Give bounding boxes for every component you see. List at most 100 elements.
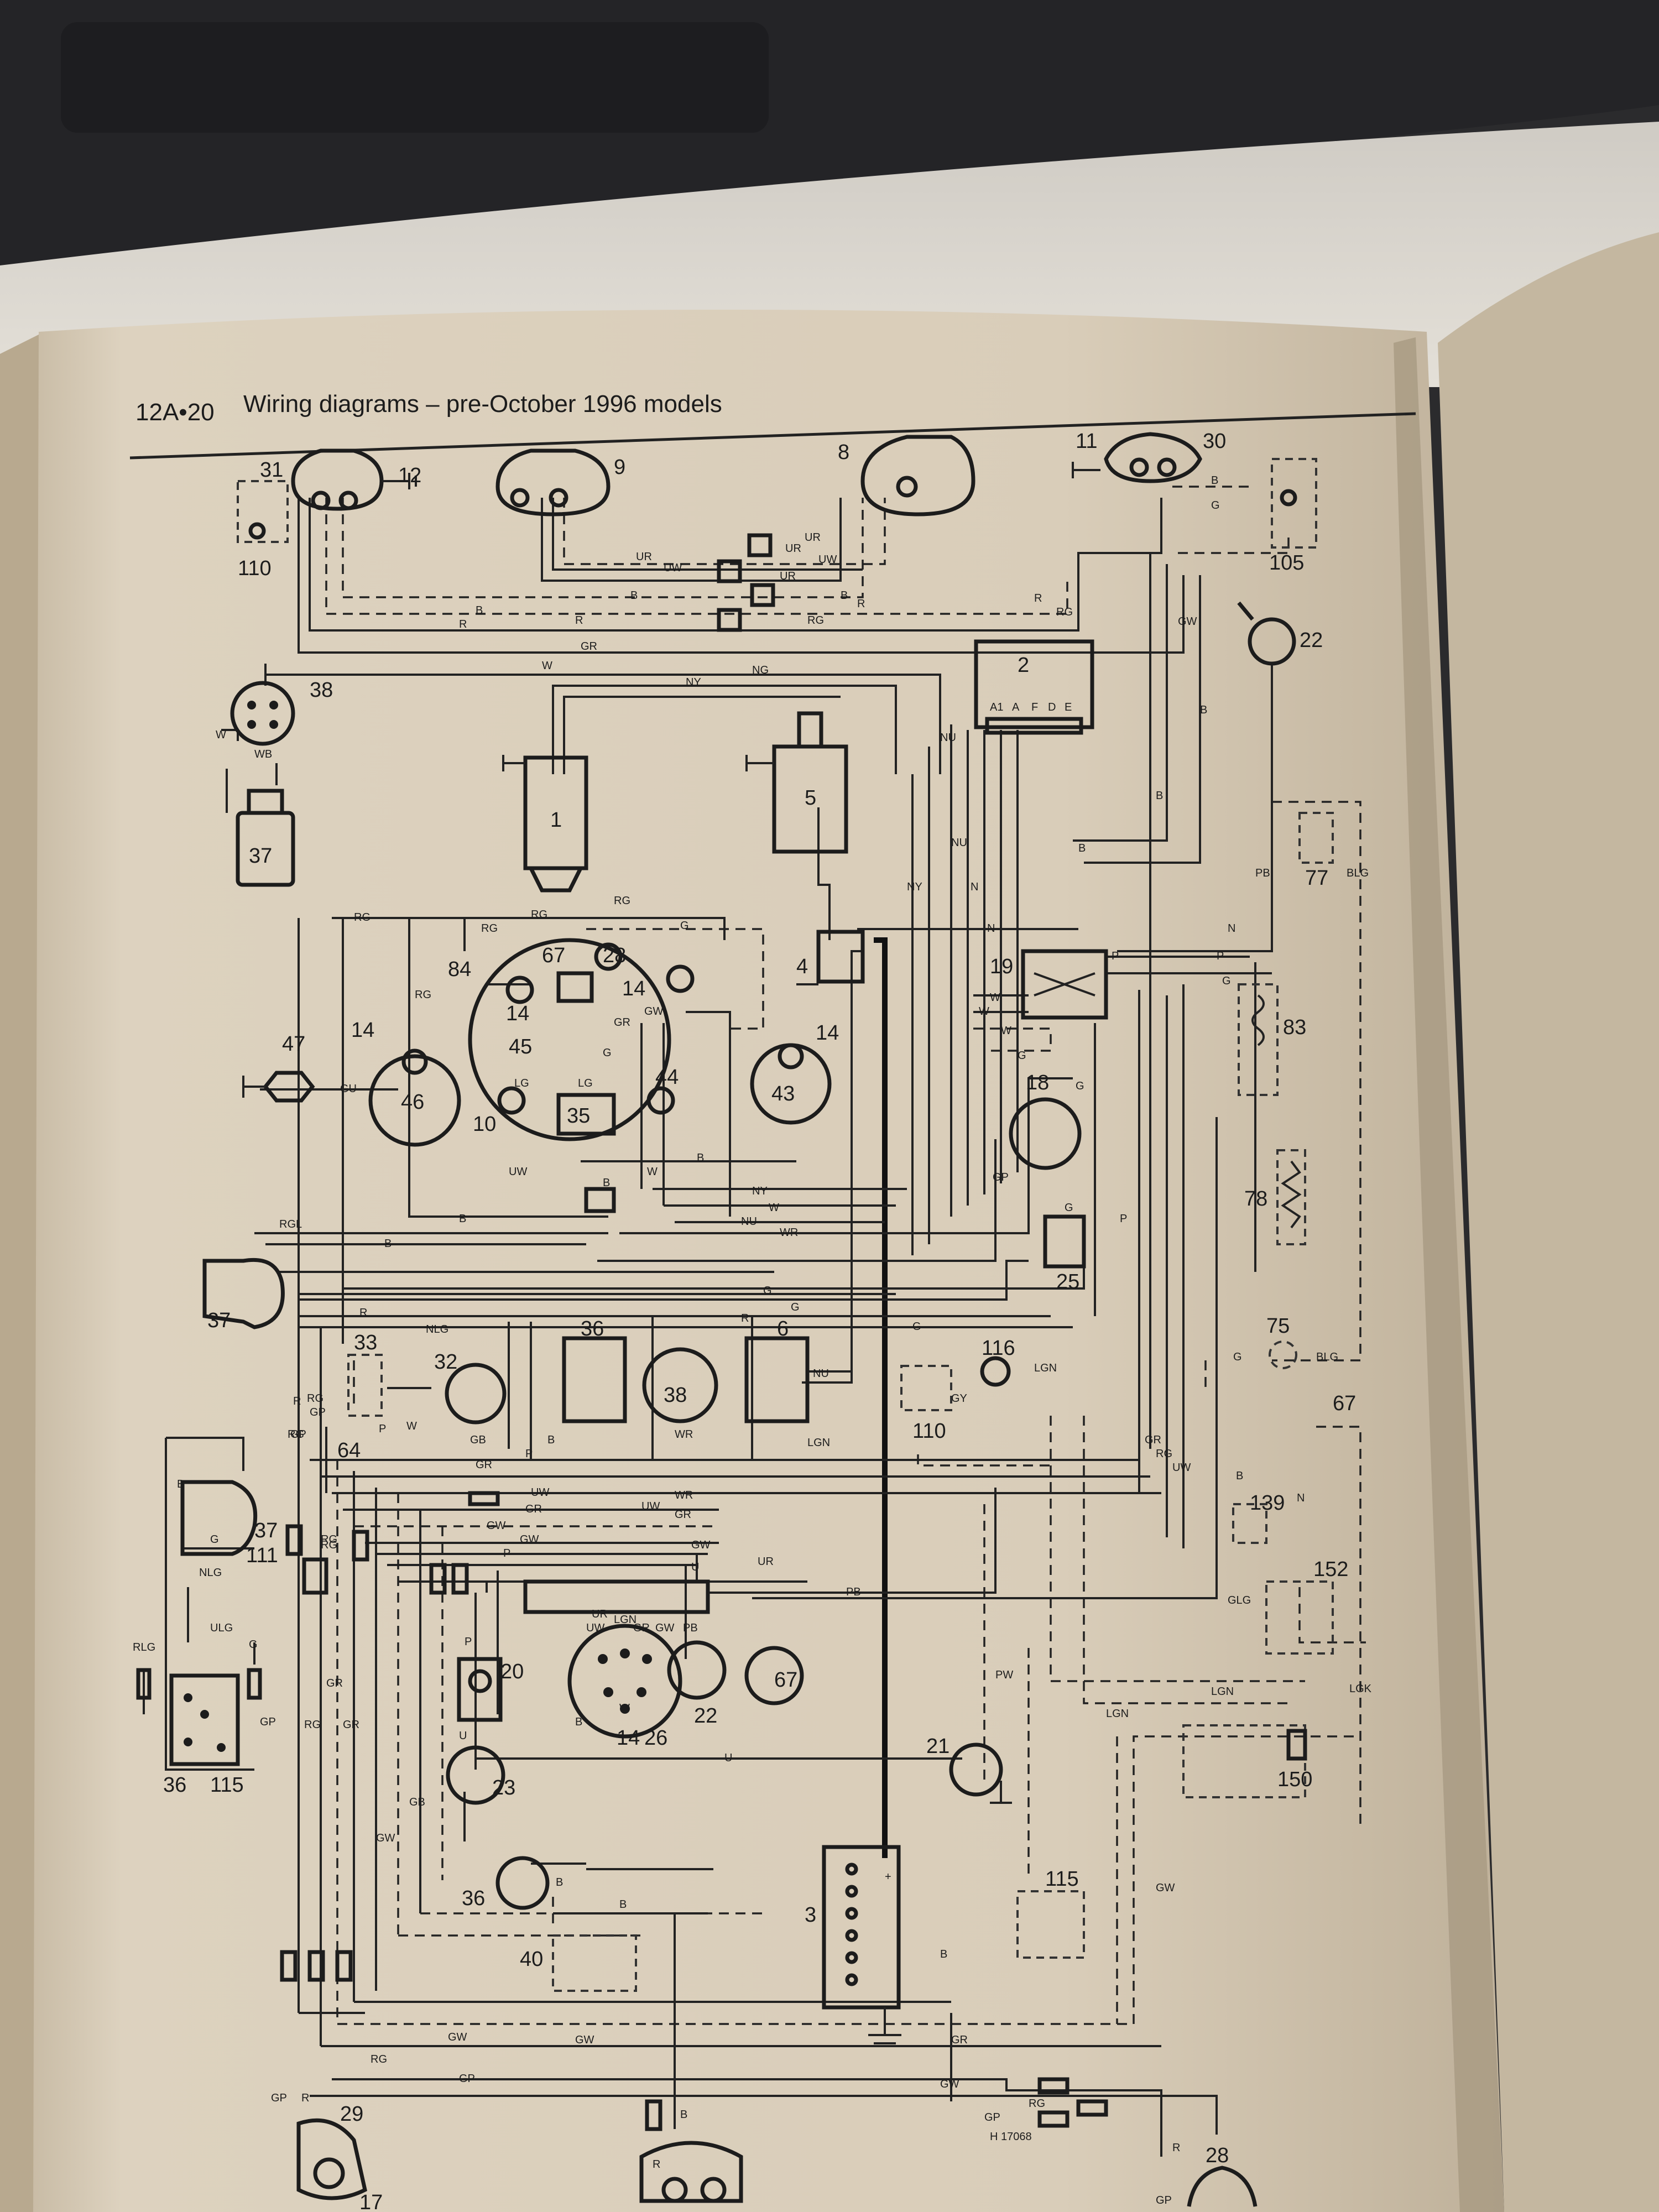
wire-label: GR: [633, 1622, 650, 1634]
wire-label: GW: [520, 1533, 539, 1546]
wire-label: G: [249, 1639, 258, 1651]
wire-label: LGN: [1211, 1686, 1234, 1698]
relay-115: [900, 1365, 952, 1411]
lamp-21: [949, 1743, 1012, 1804]
wire-colour-labels: UR UW UR UR UW UR B B B R R RG R R RG GR…: [133, 474, 1372, 2206]
wire-label: R: [575, 614, 583, 627]
component-number: 12: [398, 464, 421, 487]
component-number: 6: [777, 1317, 789, 1340]
wire-label: GP: [984, 2111, 1000, 2124]
component-number: 11: [1076, 430, 1097, 453]
wire-label: B: [1078, 842, 1086, 854]
harness-connectors-top: [717, 533, 775, 632]
lamp-78: [1269, 1340, 1297, 1369]
wire-label: W: [647, 1166, 658, 1178]
wire-label: G: [912, 1321, 921, 1333]
component-number: 77: [1305, 867, 1328, 890]
lamp-150: [980, 1356, 1011, 1387]
wire-label: NLG: [199, 1567, 222, 1579]
wire-label: RG: [415, 989, 431, 1001]
wire-label: LG: [578, 1077, 593, 1089]
sender-47: [242, 1071, 315, 1103]
component-number: 115: [1045, 1867, 1079, 1891]
wire-label: B: [384, 1238, 392, 1250]
unit-20: [457, 1657, 503, 1722]
wire-label: W: [990, 992, 1000, 1004]
wire-label: GR: [614, 1016, 630, 1029]
figure-reference: H 17068: [990, 2131, 1032, 2143]
wire-label: GU: [340, 1083, 357, 1095]
component-number: 1: [550, 808, 562, 832]
wiper-motor-37-139: [180, 1480, 258, 1556]
wire-label: UR: [785, 542, 801, 555]
switch-38: [642, 1347, 718, 1423]
switch-6: [744, 1336, 810, 1423]
wire-label: BLG: [1316, 1351, 1338, 1363]
laptop-recess: [61, 22, 769, 133]
unit-152: [1232, 1503, 1267, 1544]
wire-label: G: [1065, 1202, 1073, 1214]
wire-label: R: [741, 1312, 749, 1324]
component-number: 67: [774, 1668, 797, 1692]
unit-24: [667, 1640, 727, 1700]
book-right-page: [1438, 232, 1659, 2212]
lamp-9: [495, 448, 611, 517]
wire-label: W: [619, 1702, 630, 1714]
component-number: 38: [664, 1384, 687, 1407]
component-number: 36: [163, 1773, 186, 1797]
component-number: 45: [509, 1035, 532, 1058]
wire-label: UR: [636, 551, 652, 563]
component-number: 8: [838, 441, 849, 464]
component-number: 44: [655, 1066, 679, 1089]
wire-label: GB: [470, 1434, 486, 1446]
wire-label: P: [1120, 1213, 1127, 1225]
wire-label: GW: [575, 2034, 594, 2046]
wire-label: NU: [940, 732, 956, 744]
lamp-110: [1271, 458, 1317, 549]
switch-7-26: [567, 1624, 682, 1739]
component-number: 28: [1206, 2144, 1229, 2167]
pin-label: A1: [990, 701, 1003, 713]
wire-label: RG: [321, 1533, 337, 1546]
wire-label: GW: [448, 2031, 467, 2043]
wire-label: B: [841, 589, 848, 602]
wire-label: N: [1228, 922, 1235, 935]
wire-label: GR: [1145, 1434, 1161, 1446]
wire-label: UW: [586, 1622, 604, 1634]
switch-33: [347, 1354, 383, 1417]
wire-label: ULG: [210, 1622, 233, 1634]
component-number: 22: [1300, 629, 1323, 652]
pin-label: F: [1031, 701, 1038, 713]
wire-label: UW: [1172, 1462, 1191, 1474]
wire-label: B: [476, 604, 483, 617]
wire-label: G: [1076, 1080, 1084, 1092]
wire-label: RG: [481, 922, 498, 935]
wire-label: UR: [805, 531, 821, 544]
switch-19: [1021, 949, 1108, 1020]
wire-label: RG: [304, 1719, 321, 1731]
component-number: 32: [434, 1350, 457, 1374]
component-number: 18: [1026, 1071, 1049, 1094]
lamp-31-17: [296, 2118, 368, 2200]
wire-label: UR: [780, 570, 796, 582]
component-number: 78: [1244, 1187, 1267, 1211]
component-number: 46: [401, 1091, 424, 1114]
wire-label: B: [547, 1434, 555, 1446]
wire-label: RG: [371, 2053, 387, 2065]
wire-label: GP: [1156, 2194, 1172, 2206]
wire-label: UR: [592, 1608, 608, 1620]
wire-label: W: [542, 660, 552, 672]
alternator-1: [502, 755, 588, 893]
wire-label: B: [603, 1177, 610, 1189]
component-number: 150: [1277, 1768, 1312, 1791]
wire-label: GR: [951, 2034, 968, 2046]
wire-label: B: [556, 1876, 563, 1888]
lamp-18: [1009, 1097, 1082, 1170]
instrument-cluster: [468, 938, 695, 1213]
wire-label: LGN: [1034, 1362, 1057, 1374]
wire-label: R: [857, 598, 865, 610]
component-number: 152: [1313, 1558, 1348, 1581]
component-number: 4: [796, 955, 808, 978]
wire-label: GR: [525, 1503, 542, 1515]
component-number: 28: [603, 944, 626, 967]
